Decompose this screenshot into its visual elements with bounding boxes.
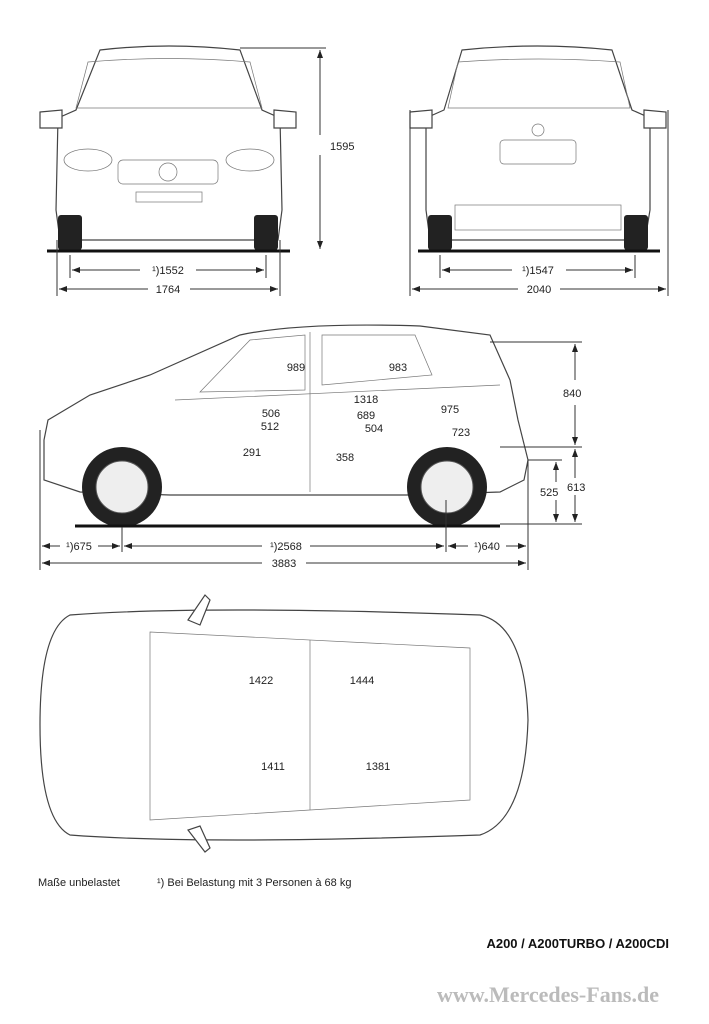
shoulder-rear-label: 1444: [350, 675, 374, 687]
dim-358-label: 358: [336, 452, 354, 464]
headroom-rear-label: 983: [389, 362, 407, 374]
watermark: www.Mercedes-Fans.de: [437, 982, 659, 1007]
top-view: 1422 1444 1411 1381: [39, 594, 529, 853]
rear-width-label: 2040: [527, 284, 551, 296]
rear-view: ¹)1547 2040: [409, 45, 669, 296]
dim-975-label: 975: [441, 404, 459, 416]
load-footnote: ¹) Bei Belastung mit 3 Personen à 68 kg: [157, 877, 351, 889]
front-track-label: ¹)1552: [152, 265, 184, 277]
rear-overhang-label: ¹)640: [474, 541, 500, 553]
loading-sill-label: 525: [540, 487, 558, 499]
model-names: A200 / A200TURBO / A200CDI: [486, 936, 669, 951]
front-height-label: 1595: [330, 141, 354, 153]
lower-height-label: 613: [567, 482, 585, 494]
dim-1318-label: 1318: [354, 394, 378, 406]
front-width-label: 1764: [156, 284, 180, 296]
hip-rear-label: 1381: [366, 761, 390, 773]
dim-689-label: 689: [357, 410, 375, 422]
front-overhang-label: ¹)675: [66, 541, 92, 553]
unloaded-note: Maße unbelastet: [38, 877, 120, 889]
headroom-front-label: 989: [287, 362, 305, 374]
dim-291-label: 291: [243, 447, 261, 459]
length-label: 3883: [272, 558, 296, 570]
hip-front-label: 1411: [261, 761, 285, 773]
dim-512-label: 512: [261, 421, 279, 433]
upper-height-label: 840: [563, 388, 581, 400]
dim-723-label: 723: [452, 427, 470, 439]
dim-504-label: 504: [365, 423, 383, 435]
dim-506-label: 506: [262, 408, 280, 420]
front-view: ¹)1552 1764 1595: [39, 45, 354, 296]
wheelbase-label: ¹)2568: [270, 541, 302, 553]
rear-track-label: ¹)1547: [522, 265, 554, 277]
side-view: ¹)675 ¹)2568 ¹)640 3883 840 613 525 989 …: [39, 324, 585, 570]
shoulder-front-label: 1422: [249, 675, 273, 687]
